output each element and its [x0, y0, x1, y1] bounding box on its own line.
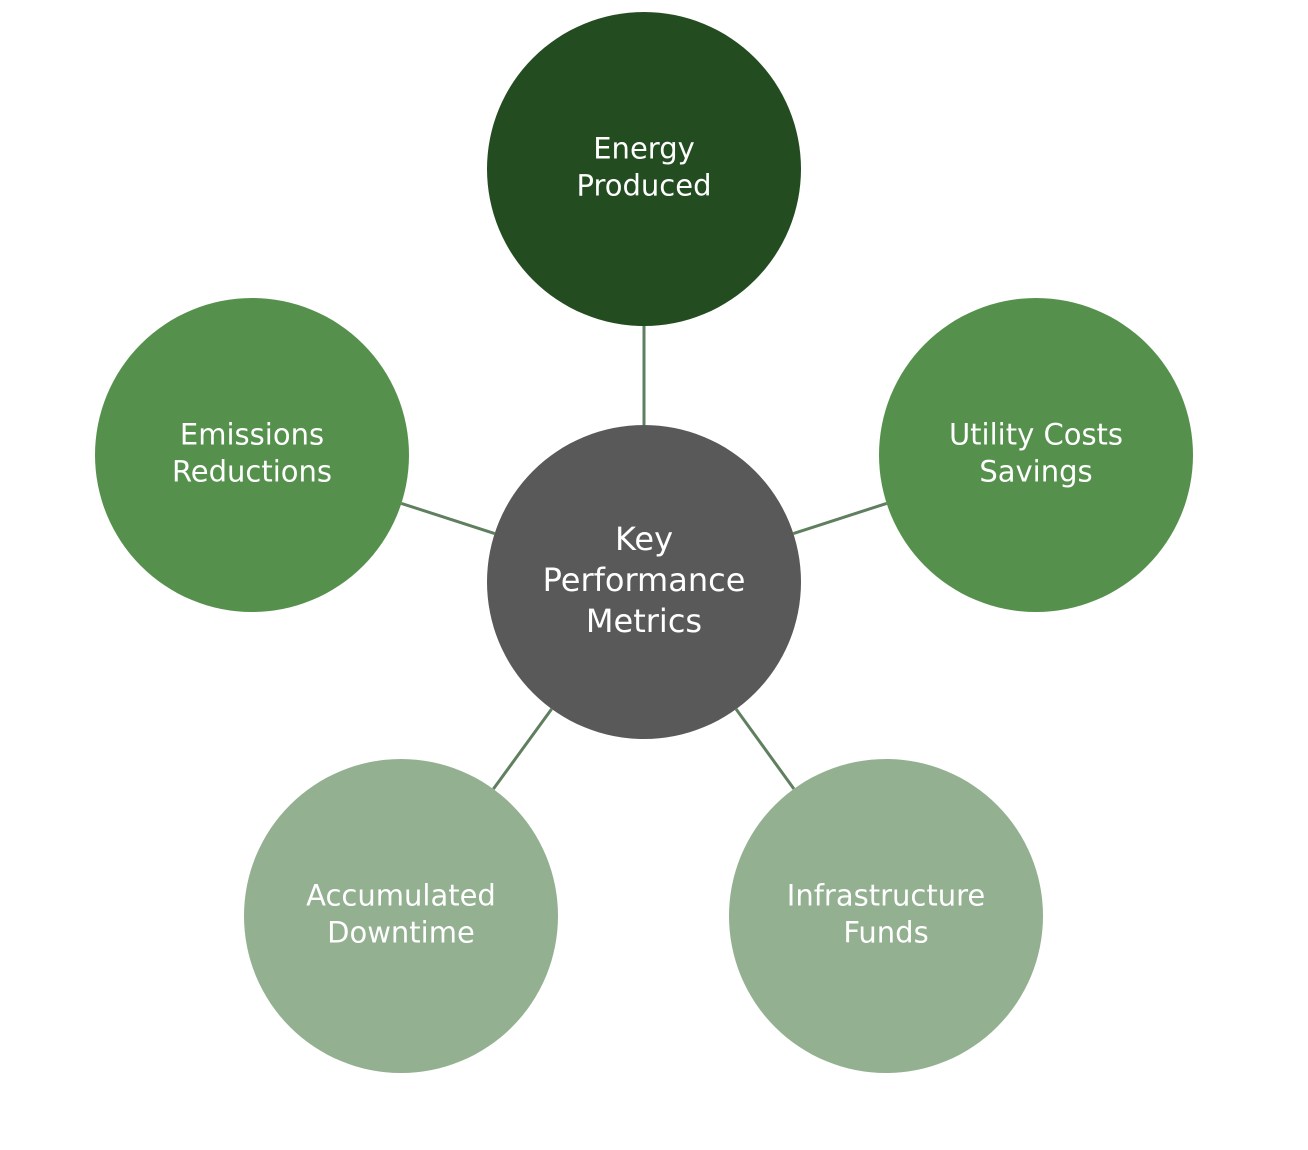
center-node-key-performance-metrics-label-line: Key	[615, 520, 673, 558]
connector-utility-costs-savings	[792, 501, 888, 536]
center-node-key-performance-metrics-circle	[487, 425, 801, 739]
node-utility-costs-savings-label-line: Utility Costs	[949, 418, 1123, 452]
node-infrastructure-funds-circle	[729, 759, 1043, 1073]
connectors	[400, 326, 888, 790]
center-node-key-performance-metrics-label-line: Performance	[543, 561, 746, 599]
node-utility-costs-savings-label-line: Savings	[979, 455, 1092, 489]
node-infrastructure-funds-label-line: Infrastructure	[787, 879, 985, 913]
node-energy-produced-circle	[487, 12, 801, 326]
node-accumulated-downtime-label-line: Accumulated	[306, 879, 496, 913]
node-emissions-reductions-label-line: Reductions	[172, 455, 332, 489]
connector-infrastructure-funds	[734, 708, 796, 790]
node-energy-produced-label-line: Energy	[593, 132, 695, 166]
node-emissions-reductions-circle	[95, 298, 409, 612]
node-accumulated-downtime-label-line: Downtime	[327, 916, 475, 950]
node-energy-produced-label-line: Produced	[577, 169, 712, 203]
nodes: KeyPerformanceMetricsEnergyProducedUtili…	[95, 12, 1193, 1073]
center-node-key-performance-metrics-label-line: Metrics	[586, 602, 702, 640]
connector-accumulated-downtime	[492, 708, 553, 790]
node-emissions-reductions-label-line: Emissions	[180, 418, 324, 452]
node-infrastructure-funds-label-line: Funds	[843, 916, 928, 950]
node-utility-costs-savings-circle	[879, 298, 1193, 612]
connector-emissions-reductions	[400, 501, 496, 536]
node-accumulated-downtime-circle	[244, 759, 558, 1073]
